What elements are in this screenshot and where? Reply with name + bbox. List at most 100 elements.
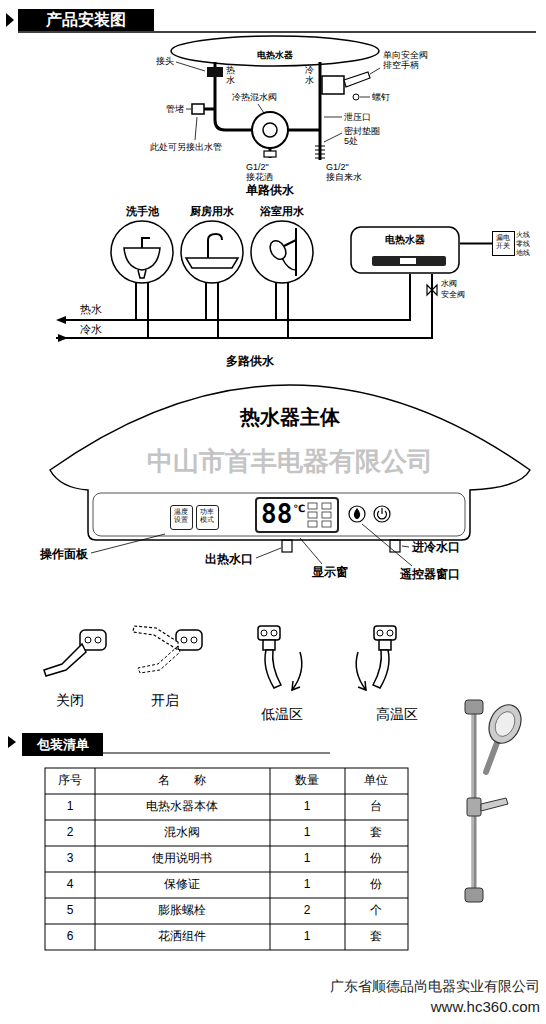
part-label: 水阀 [441,279,457,288]
water-heater-tank: 电热水器 [170,35,380,67]
table-header-cell: 单位 [364,774,388,788]
water-heater-box-shape [351,227,459,273]
usage-circle-shape [111,221,173,283]
heater-body-shape [50,385,530,540]
part-label: 操作面板 [40,548,88,562]
wire-label: 地线 [516,249,530,257]
valve-port [95,637,101,643]
kitchen-faucet [208,234,222,258]
panel-inner-frame [93,493,465,536]
table-cell: 1 [304,930,311,944]
leader-line [258,104,264,113]
leader-line [91,534,165,553]
node-text: 88 [261,501,292,528]
table-column-rules [95,768,345,950]
pipe-joint [207,67,223,77]
table-cell: 混水阀 [164,826,200,840]
page-title: 产品安装图 [18,9,154,31]
display-icon [308,521,317,527]
pipe-nut [264,151,276,157]
leakage-switch: 漏电开关 [492,231,515,256]
leader-line [186,109,191,110]
rotation-arrow [356,652,366,690]
pipe-label: 冷水 [305,66,314,86]
state-label: 低温区 [261,706,303,722]
pipe-label: 热水 [80,303,102,315]
usage-circle: 浴室用水 [250,220,314,284]
table-cell: 花洒组件 [158,930,206,944]
drain-handle [344,72,370,87]
table-cell: 使用说明书 [152,852,212,866]
circle-heading: 浴室用水 [260,205,304,218]
state-label: 高温区 [376,706,418,722]
mixing-valve [252,112,288,148]
screw [353,94,359,100]
node-text: 包装清单 [37,738,89,753]
faucet [142,238,150,248]
table-row-rules [45,794,408,924]
spray-face [491,708,518,739]
valve-lever-open [133,626,178,650]
wire-label: 零线 [516,240,530,248]
heater-display-strip [372,256,446,266]
table-cell: 5 [67,904,74,918]
table-cell: 6 [67,930,74,944]
circle-heading: 厨房用水 [190,205,234,218]
valve-neck [379,640,391,650]
shower-bar [295,228,297,276]
water-heater-box-outline [350,226,460,274]
outflow-arrow [56,316,66,324]
node-text: 功率模式 [200,508,215,524]
pipe-connector [288,274,432,338]
leader-line [362,524,412,566]
company-footer: 广东省顺德品尚电器实业有限公司 [330,978,540,994]
table-frame [45,768,408,950]
rotation-arrow-head [292,681,300,690]
usage-circle: 厨房用水 [180,220,244,284]
node-text: 漏电开关 [496,234,511,250]
display-window: 88℃ [255,497,339,533]
heater-display-digits [400,258,416,264]
table-header-cell: 名 称 [158,774,206,788]
pipe-connector [460,243,492,245]
table-cell: 2 [304,904,311,918]
leader-line [360,97,370,98]
panel-button: 温度设置 [170,505,193,530]
valve-port [261,630,267,636]
part-label: 螺钉 [372,92,390,102]
part-label: 冷热混水阀 [232,92,277,102]
pipe-plug [192,104,204,114]
valve-port [191,637,197,643]
header-rule [18,31,536,33]
table-header-cell: 数量 [295,774,319,788]
safety-valve [322,76,344,94]
wire-label: 火线 [516,231,530,239]
valve-port [271,630,277,636]
part-label: 单向安全阀 排空手柄 [383,50,433,71]
valve-lever-closed [44,644,86,676]
display-icon [308,503,317,509]
section-marker [6,13,14,27]
part-label: 密封垫圈 5处 [344,126,385,147]
valve-port [377,630,383,636]
section-tab: 包装清单 [22,733,103,756]
table-cell: 份 [370,878,382,892]
part-label: 泄压口 [344,112,371,122]
table-cell: 1 [304,878,311,892]
table-cell: 4 [67,878,74,892]
table-cell: 3 [67,852,74,866]
cold-branch-pipe [287,129,320,132]
table-cell: 1 [304,800,311,814]
table-cell: 份 [370,852,382,866]
wall-bracket [465,888,483,902]
table-cell: 1 [304,852,311,866]
hot-main-line [62,319,137,321]
flame-icon [354,508,360,519]
part-label: 遥控器窗口 [400,568,460,582]
basin-pedestal [138,270,146,278]
table-cell: 电热水器本体 [146,800,218,814]
note-label: 此处可另接出水管 [150,142,222,152]
leader-line [370,68,380,74]
part-label: 安全阀 [441,290,465,299]
usage-circle-shape [181,221,243,283]
